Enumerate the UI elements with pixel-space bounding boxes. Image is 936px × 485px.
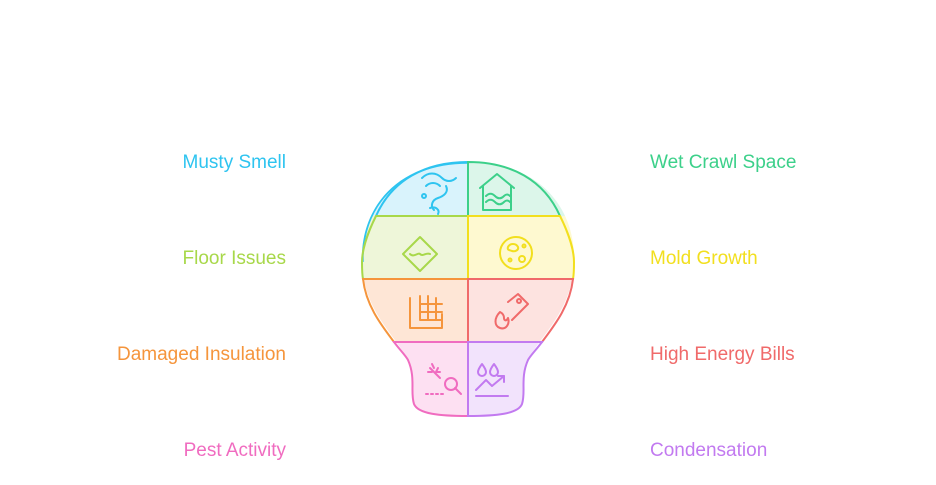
outline-pest-activity bbox=[391, 341, 469, 418]
outline-condensation bbox=[467, 341, 545, 418]
segment-condensation bbox=[468, 342, 575, 416]
segment-musty-smell bbox=[361, 162, 468, 216]
warped-floor-icon bbox=[402, 236, 438, 272]
segment-floor-issues bbox=[361, 216, 468, 279]
mold-icon bbox=[499, 236, 533, 270]
label-damaged-insulation: Damaged Insulation bbox=[117, 344, 286, 365]
segment-mold-growth bbox=[468, 216, 575, 279]
insulation-icon bbox=[409, 295, 443, 329]
label-mold-growth: Mold Growth bbox=[650, 248, 758, 269]
segment-high-energy-bills bbox=[468, 279, 575, 342]
label-high-energy-bills: High Energy Bills bbox=[650, 344, 795, 365]
label-pest-activity: Pest Activity bbox=[183, 440, 286, 461]
smell-icon bbox=[421, 172, 457, 215]
label-musty-smell: Musty Smell bbox=[182, 152, 286, 173]
segment-pest-activity bbox=[361, 342, 468, 416]
label-wet-crawl-space: Wet Crawl Space bbox=[650, 152, 797, 173]
label-condensation: Condensation bbox=[650, 440, 768, 461]
flooded-house-icon bbox=[479, 173, 515, 211]
energy-bill-icon bbox=[494, 293, 529, 330]
condensation-icon bbox=[475, 363, 509, 397]
label-floor-issues: Floor Issues bbox=[182, 248, 286, 269]
pest-icon bbox=[425, 363, 462, 395]
